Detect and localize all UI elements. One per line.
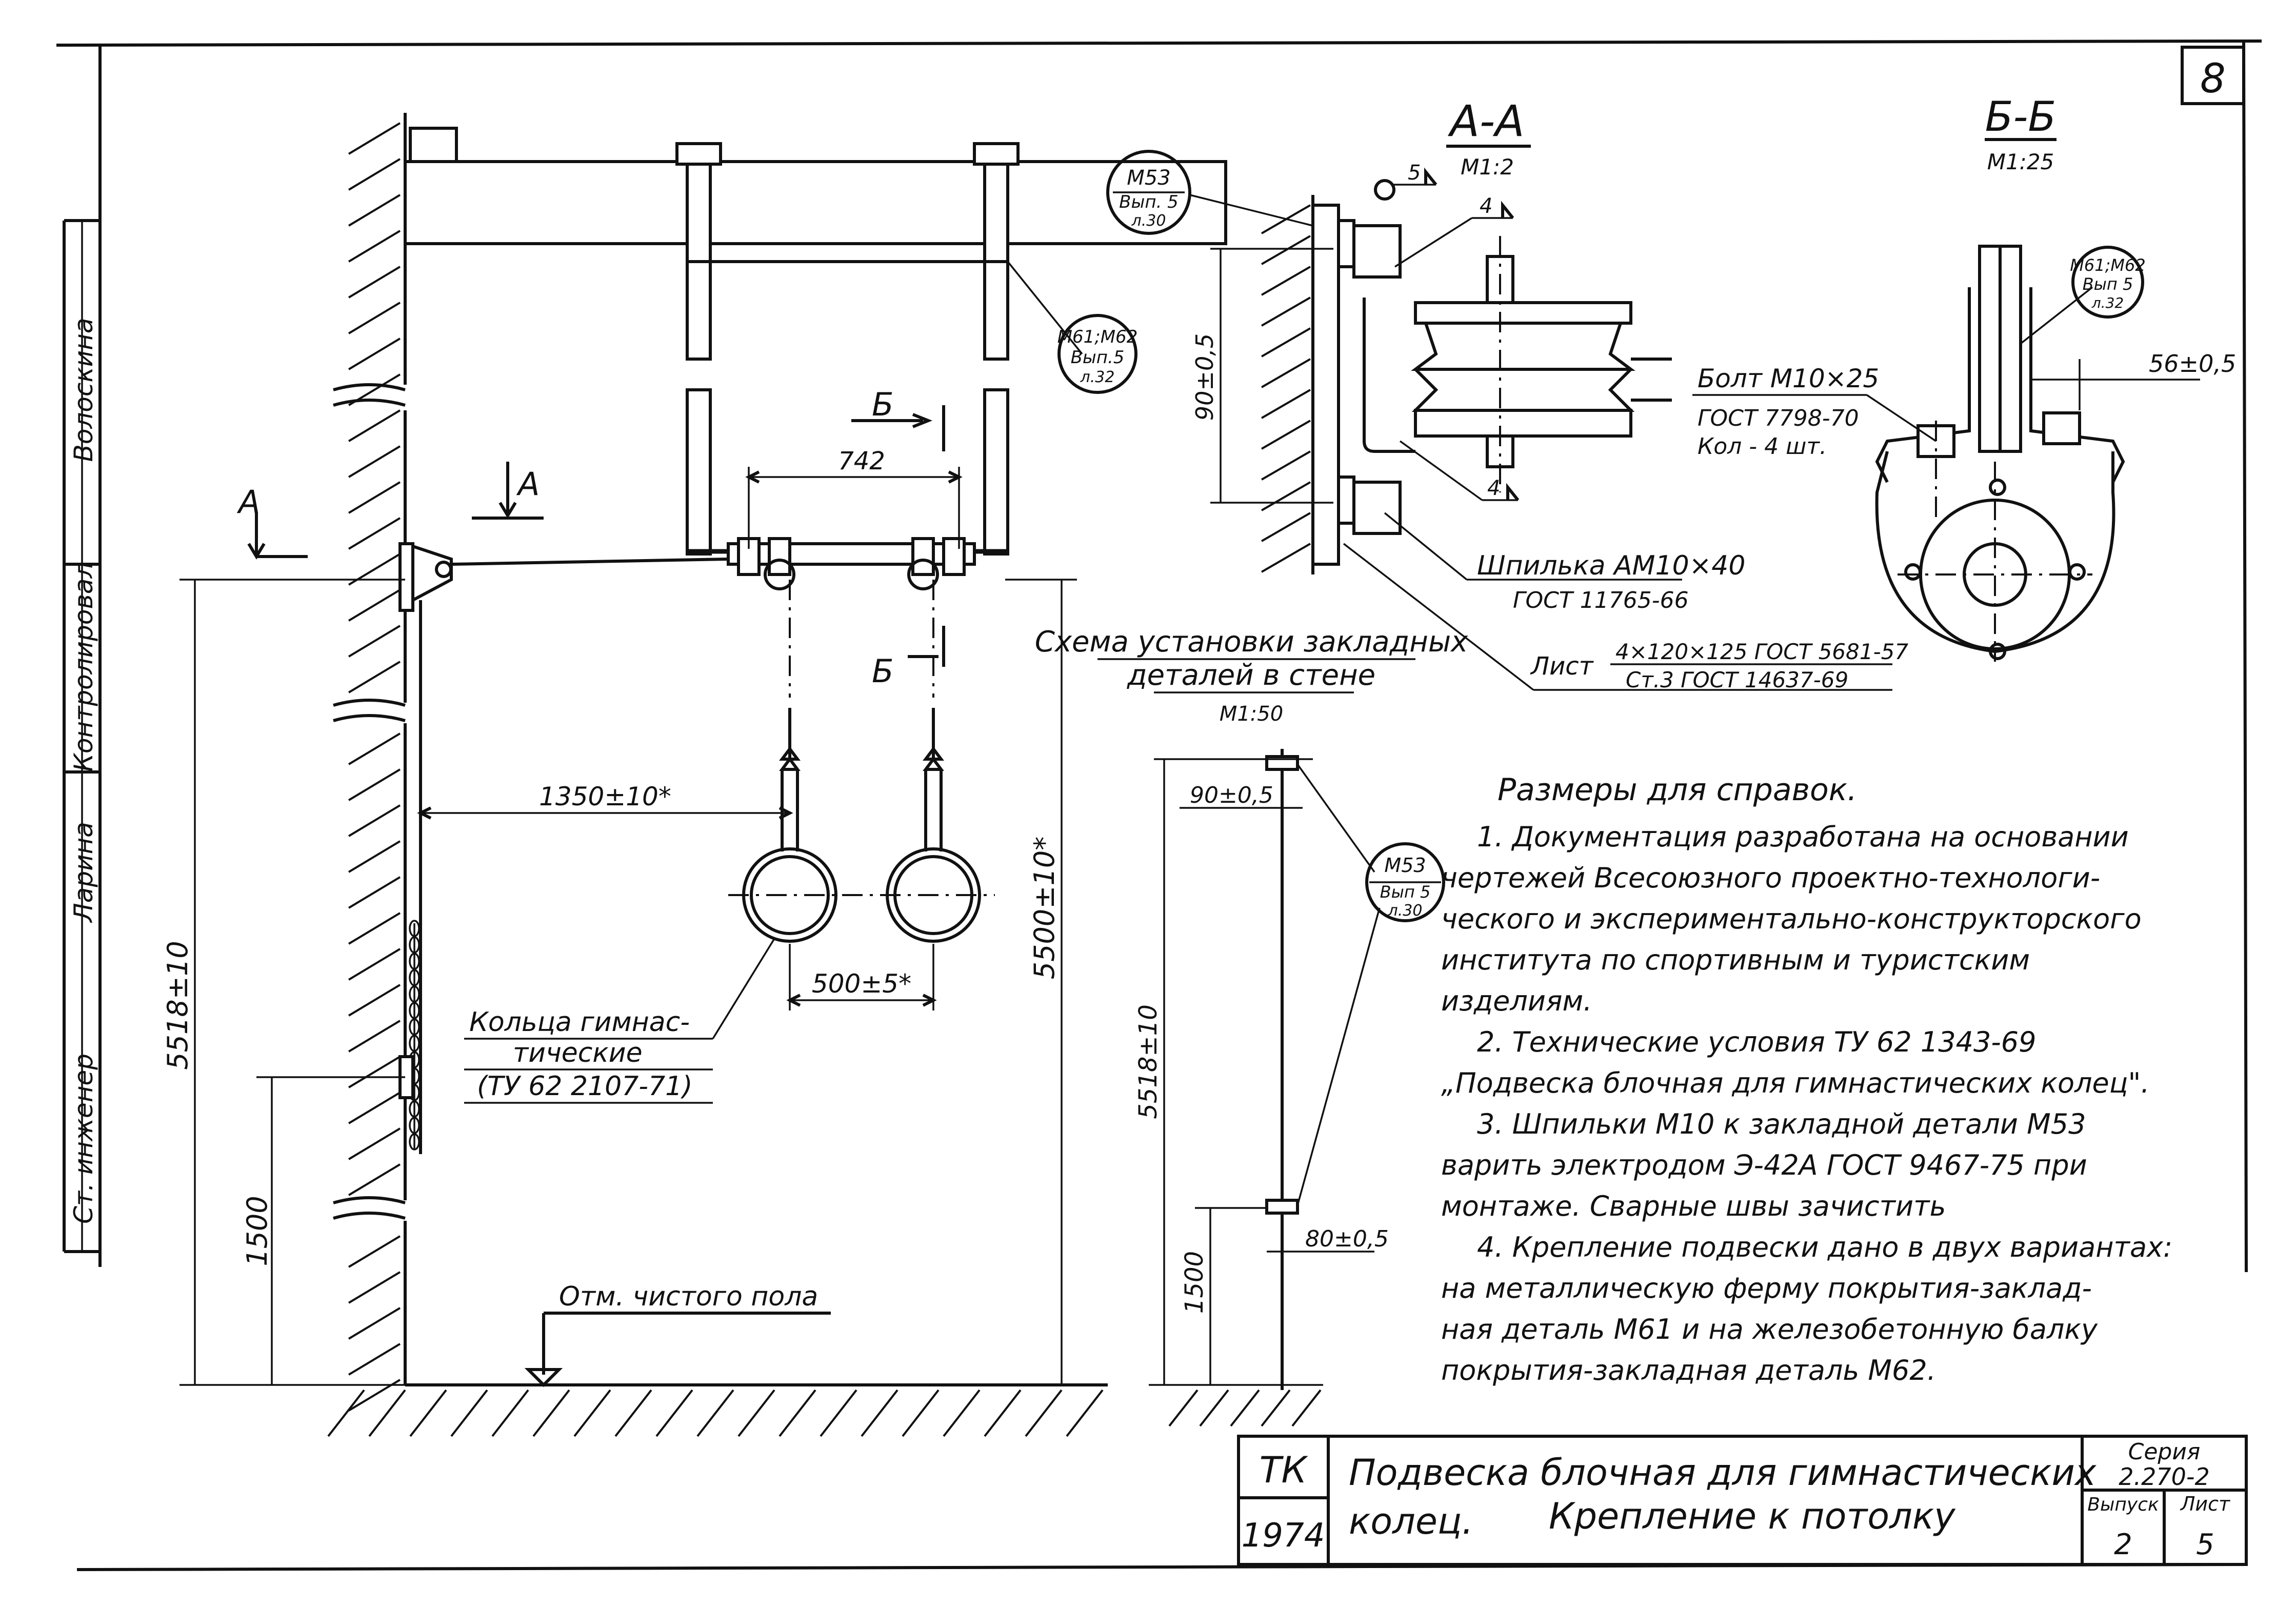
title-line-2: колец. (1349, 1500, 1473, 1542)
callout-m61-bb (2071, 246, 2144, 319)
rings-label-3: (ТУ 62 2107-71) (477, 1071, 693, 1102)
section-a-right: А (516, 465, 540, 503)
svg-text:л.32: л.32 (2091, 294, 2124, 311)
note-line: ная деталь М61 и на железобетонную балку (1441, 1313, 2098, 1345)
note-line: монтаже. Сварные швы зачистить (1441, 1190, 1946, 1222)
dim-56: 56±0,5 (2149, 350, 2236, 378)
note-line: ческого и экспериментально-конструкторск… (1441, 903, 2142, 935)
section-b-top: Б (872, 386, 894, 423)
sheet-prefix: Лист (1530, 652, 1594, 681)
sheet-label-2: Ст.3 ГОСТ 14637-69 (1626, 667, 1848, 692)
stamp-role-2: Контролировал (69, 562, 98, 771)
dim-1500-scheme: 1500 (1180, 1251, 1209, 1314)
callout-m53-aa (1106, 150, 1191, 235)
dim-90-aa: 90±0,5 (1191, 333, 1219, 421)
svg-text:Вып 5: Вып 5 (1380, 882, 1431, 902)
note-line: покрытия-закладная деталь М62. (1441, 1354, 1936, 1386)
dim-5518: 5518±10 (162, 941, 194, 1069)
svg-text:М53: М53 (1384, 854, 1426, 877)
stamp-role-1: Ст. инженер (69, 1054, 98, 1224)
title-line-3: Крепление к потолку (1549, 1495, 1956, 1537)
note-line: „Подвеска блочная для гимнастических кол… (1441, 1067, 2150, 1099)
title-block: ТК 1974 Подвеска блочная для гимнастичес… (1237, 1435, 2248, 1566)
note-line: на металлическую ферму покрытия-заклад- (1441, 1272, 2092, 1304)
scheme-scale: М1:50 (1220, 702, 1283, 726)
callout-m61-main (1057, 314, 1137, 394)
dim-5518-scheme: 5518±10 (1134, 1004, 1163, 1119)
svg-text:М53: М53 (1127, 166, 1170, 190)
svg-text:5: 5 (1408, 161, 1421, 185)
svg-text:л.30: л.30 (1131, 212, 1166, 230)
sheet-value: 5 (2196, 1528, 2214, 1561)
stamp-name-1: Ларина (69, 822, 98, 923)
dim-742: 742 (838, 447, 885, 475)
note-line: 1. Документация разработана на основании (1477, 821, 2129, 853)
sheet-label: Лист (2180, 1493, 2231, 1515)
note-line: институтa по спортивным и туристским (1441, 944, 2030, 976)
title-year: 1974 (1242, 1517, 1325, 1555)
svg-text:Вып 5: Вып 5 (2083, 274, 2133, 294)
dim-1500: 1500 (241, 1196, 273, 1266)
callout-m53-scheme (1365, 842, 1445, 922)
bolt-label-3: Кол - 4 шт. (1698, 433, 1827, 460)
sheet-number: 8 (2200, 56, 2226, 102)
note-line: 4. Крепление подвески дано в двух вариан… (1477, 1231, 2172, 1263)
svg-text:4: 4 (1480, 194, 1492, 218)
svg-text:л.30: л.30 (1388, 902, 1423, 920)
dim-90-scheme: 90±0,5 (1190, 782, 1273, 808)
bolt-label-2: ГОСТ 7798-70 (1698, 405, 1859, 431)
main-elevation: Отм. чистого пола А А Б Б 742 5518±10 15… (162, 113, 1313, 1437)
dim-500: 500±5* (812, 969, 911, 999)
issue-label: Выпуск (2087, 1494, 2159, 1515)
side-stamp: Волоскина Контролировал Ларина Ст. инжен… (63, 219, 100, 1253)
section-aa-scale: М1:2 (1461, 154, 1514, 180)
issue-value: 2 (2114, 1528, 2132, 1561)
dim-1350: 1350±10* (539, 782, 671, 811)
title-org: ТК (1260, 1449, 1309, 1491)
chain (409, 920, 420, 1151)
note-line: чертежей Всесоюзного проектно-технологи- (1441, 862, 2100, 894)
svg-text:л.32: л.32 (1080, 368, 1115, 386)
series-label: Серия (2128, 1439, 2201, 1465)
section-bb-scale: М1:25 (1987, 149, 2054, 174)
svg-text:4: 4 (1487, 477, 1500, 500)
note-line: варить электродом Э-42А ГОСТ 9467-75 при (1441, 1149, 2087, 1181)
section-aa-title: А-А (1447, 96, 1524, 146)
title-line-1: Подвеска блочная для гимнастических (1349, 1452, 2097, 1494)
sheet-label-1: 4×120×125 ГОСТ 5681-57 (1615, 639, 1908, 664)
dim-80: 80±0,5 (1305, 1226, 1389, 1252)
stud-label-1: Шпилька АМ10×40 (1477, 550, 1745, 581)
note-line: изделиям. (1441, 985, 1592, 1017)
wall-hatching (348, 122, 401, 1412)
notes-heading: Размеры для справок. (1498, 772, 1857, 808)
note-line: 2. Технические условия ТУ 62 1343-69 (1477, 1026, 2037, 1058)
rings-label-2: тические (513, 1038, 643, 1068)
scheme-title-1: Схема установки закладных (1035, 625, 1468, 659)
svg-text:Вып.5: Вып.5 (1071, 347, 1125, 368)
stamp-name-2: Волоскина (69, 318, 98, 462)
section-b-bottom: Б (872, 652, 894, 690)
section-bb-title: Б-Б (1985, 93, 2057, 141)
scheme-title-2: деталей в стене (1127, 659, 1375, 692)
svg-text:Вып. 5: Вып. 5 (1119, 192, 1179, 212)
svg-text:М61;М62: М61;М62 (2070, 255, 2145, 275)
floor-mark-label: Отм. чистого пола (559, 1281, 818, 1312)
floor-hatching (327, 1389, 1104, 1437)
embed-scheme: Схема установки закладных деталей в стен… (1035, 625, 1468, 1427)
series-value: 2.270-2 (2119, 1463, 2210, 1491)
rings-label-1: Кольца гимнас- (469, 1007, 690, 1038)
svg-text:М61;М62: М61;М62 (1057, 327, 1138, 347)
notes-block: Размеры для справок. 1. Документация раз… (1441, 772, 2172, 1386)
note-line: 3. Шпильки М10 к закладной детали М53 (1477, 1108, 2086, 1140)
dim-5500: 5500±10* (1028, 837, 1061, 979)
bolt-label-1: Болт М10×25 (1698, 364, 1879, 393)
section-aa: А-А М1:2 5 4 4 (1191, 96, 1908, 692)
section-a-left: А (236, 483, 260, 521)
stud-label-2: ГОСТ 11765-66 (1513, 587, 1689, 613)
section-bb: Б-Б М1:25 М61;М62 Вып 5 л.32 56±0,5 Болт… (1692, 93, 2236, 662)
